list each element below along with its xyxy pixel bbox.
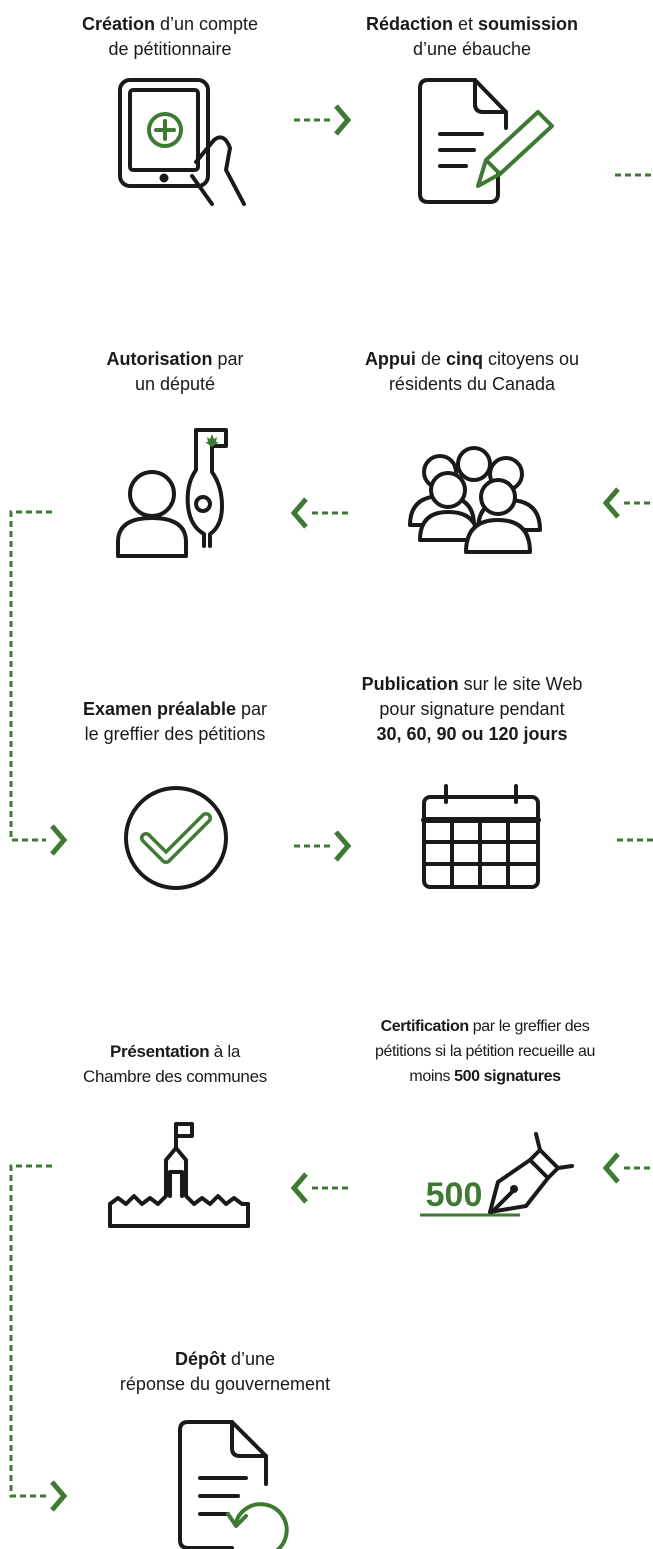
caption-line: Certification par le greffier des — [380, 1018, 590, 1035]
document-return-icon — [178, 1420, 289, 1549]
caption-line: un député — [134, 374, 216, 394]
caption-line: Appui de cinq citoyens ou — [364, 349, 580, 369]
certification-number: 500 — [426, 1176, 483, 1214]
arrow-left-entry-2 — [602, 487, 653, 519]
caption-presentation: Présentation à la Chambre des communes — [30, 1039, 320, 1089]
caption-line: Présentation à la — [109, 1042, 240, 1061]
caption-line: de pétitionnaire — [108, 39, 232, 59]
arrowhead-loop-left-2 — [50, 1480, 68, 1512]
connector-loop-left-2 — [9, 1164, 52, 1498]
checkmark-circle-icon — [124, 786, 228, 890]
caption-appui: Appui de cinq citoyens ou résidents du Ca… — [322, 347, 622, 397]
caption-line: moins 500 signatures — [409, 1068, 561, 1085]
caption-line: réponse du gouvernement — [119, 1374, 331, 1394]
arrow-right-4 — [294, 830, 352, 862]
calendar-icon — [421, 784, 541, 889]
caption-line: Rédaction et soumission — [365, 14, 579, 34]
caption-line: Publication sur le site Web — [361, 674, 583, 694]
tablet-add-icon — [118, 78, 246, 206]
parliament-icon — [108, 1122, 250, 1228]
caption-line: Examen préalable par — [82, 699, 268, 719]
caption-examen: Examen préalable par le greffier des péti… — [30, 697, 320, 747]
caption-publication: Publication sur le site Web pour signatur… — [322, 672, 622, 747]
caption-line: pétitions si la pétition recueille au — [374, 1043, 595, 1060]
arrow-right-1 — [294, 104, 352, 136]
caption-line: le greffier des pétitions — [84, 724, 266, 744]
caption-line: pour signature pendant — [379, 699, 565, 719]
document-pen-icon — [418, 78, 554, 204]
arrow-left-6 — [290, 1172, 350, 1204]
caption-depot: Dépôt d’une réponse du gouvernement — [60, 1347, 390, 1397]
arrow-left-entry-5 — [602, 1152, 653, 1184]
caption-line: Autorisation par — [106, 349, 244, 369]
connectors — [9, 104, 653, 1512]
caption-autorisation: Autorisation par un député — [30, 347, 320, 397]
arrow-left-3 — [290, 497, 350, 529]
caption-certification: Certification par le greffier des pétitio… — [340, 1014, 630, 1089]
caption-line: d’une ébauche — [412, 39, 532, 59]
person-mace-icon — [116, 428, 228, 558]
group-people-icon — [408, 446, 542, 554]
connector-loop-left-1 — [9, 510, 52, 842]
caption-line: résidents du Canada — [388, 374, 556, 394]
500-pen-icon: 500 — [420, 1132, 574, 1217]
caption-creation: Création d’un compte de pétitionnaire — [30, 12, 310, 62]
caption-line: Dépôt d’une — [174, 1349, 276, 1369]
caption-redaction: Rédaction et soumission d’une ébauche — [322, 12, 622, 62]
caption-line: Création d’un compte — [81, 14, 259, 34]
caption-line: 30, 60, 90 ou 120 jours — [376, 724, 568, 744]
caption-line: Chambre des communes — [83, 1067, 267, 1086]
arrowhead-loop-left-1 — [50, 824, 68, 856]
maple-leaf-icon — [205, 434, 219, 447]
